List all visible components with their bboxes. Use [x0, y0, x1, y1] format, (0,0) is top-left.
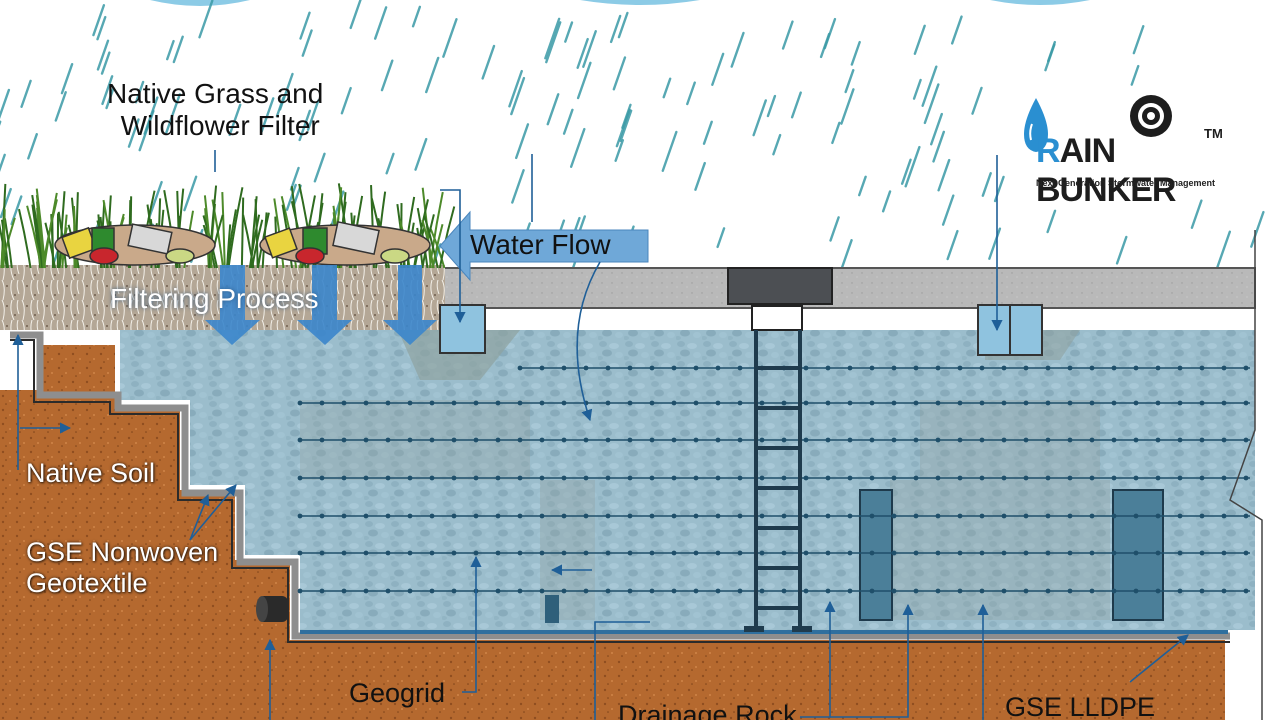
- geotextile-line-2: Geotextile: [26, 568, 148, 599]
- access-ladder: [744, 305, 812, 632]
- inlet-basin: [398, 330, 520, 380]
- geotextile-line-1: GSE Nonwoven: [26, 537, 219, 567]
- lldpe-label: GSE LLDPE: [1005, 692, 1156, 720]
- pavement-slab: [439, 267, 1256, 309]
- rain-streaks: [0, 0, 1265, 282]
- inlet-catch: [439, 304, 486, 354]
- rain-cloud-strip: [150, 0, 1090, 6]
- module-pillar: [859, 489, 893, 621]
- brand-trademark: TM: [1204, 126, 1223, 141]
- geotextile-layer: [10, 331, 1230, 640]
- grass-filter-line-1: Native Grass and: [107, 78, 324, 109]
- rain-drop-icon: [1024, 98, 1048, 152]
- brand-name-rest: AIN BUNKER: [1036, 132, 1176, 209]
- geotextile-label: GSE Nonwoven Geotextile: [26, 537, 218, 599]
- trash-debris: [54, 221, 431, 266]
- gear-icon: [1130, 95, 1172, 137]
- left-arrow-icon: [439, 210, 649, 282]
- brand-initial: R: [1036, 132, 1061, 170]
- brand-name: RAIN BUNKER: [1036, 132, 1262, 210]
- water-flow-label: Water Flow: [470, 229, 611, 260]
- drainage-rock-label: Drainage Rock: [618, 700, 797, 720]
- brand-tagline: Next Generation Stormwater Management: [1036, 178, 1216, 188]
- drain-block: [545, 595, 559, 623]
- manhole-cover: [727, 267, 833, 305]
- outlet-pipe: [256, 596, 288, 622]
- geogrid-label: Geogrid: [349, 678, 446, 708]
- rain-bunker-logo: RAIN BUNKER TM Next Generation Stormwate…: [1022, 94, 1262, 209]
- grass-filter-line-2: Wildflower Filter: [120, 110, 320, 142]
- logo-graphic: [1024, 95, 1172, 152]
- native-soil-label: Native Soil: [26, 458, 156, 488]
- down-arrow-icon: [205, 265, 437, 345]
- module-pillar: [1112, 489, 1164, 621]
- filtering-process-label: Filtering Process: [110, 283, 319, 314]
- grass-filter-label: Native Grass and Wildflower Filter: [107, 78, 323, 142]
- geogrid-lines: [297, 365, 1250, 594]
